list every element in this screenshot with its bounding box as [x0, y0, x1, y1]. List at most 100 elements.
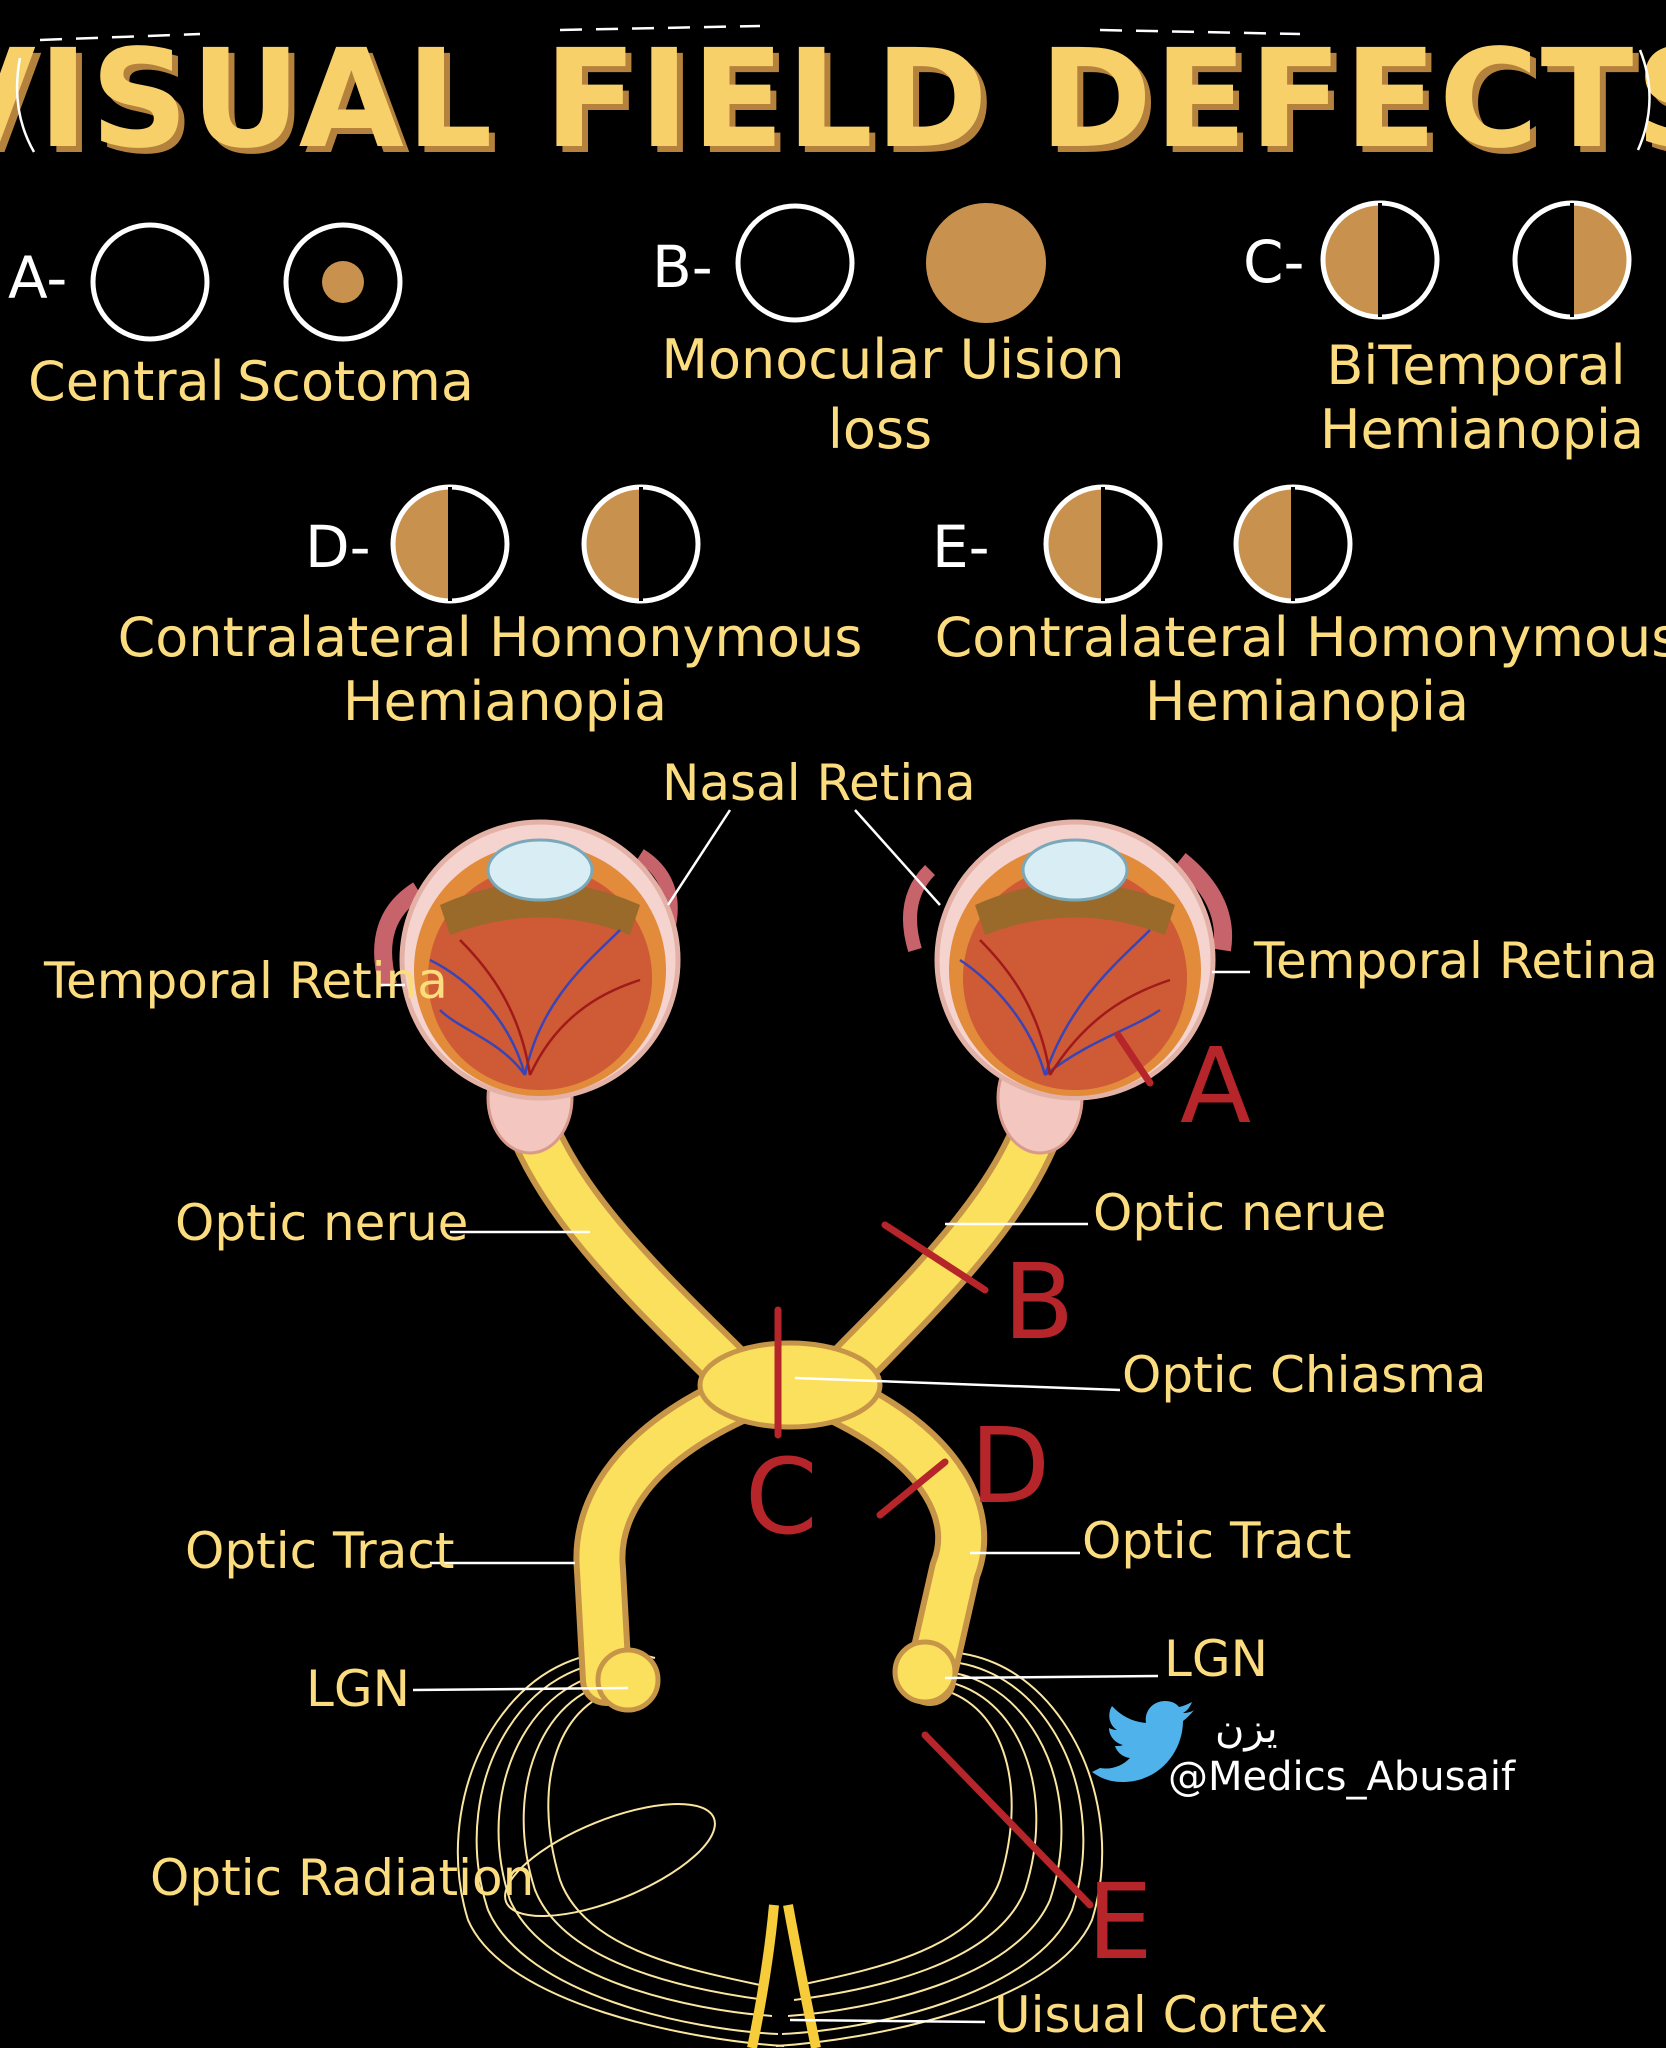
radiation-fiber-right-5 — [775, 1651, 1103, 2047]
label-optic-nerve-right: Optic nerue — [1093, 1184, 1386, 1242]
leader-lgn-right — [944, 1674, 1159, 1680]
defect-e-caption-1: Contralateral Homonymous — [935, 606, 1666, 669]
right-eye-lens — [1021, 838, 1129, 902]
defect-b: B- Monocular Uision loss — [652, 203, 1125, 461]
left-eye-vessels-red — [459, 939, 641, 1076]
visual-pathway — [502, 1089, 1068, 2048]
credit: @Medics_Abusaif يزن — [1092, 1701, 1516, 1800]
radiation-fiber-left-5 — [457, 1651, 785, 2047]
lesion-cuts — [774, 1031, 1154, 1909]
leader-lines — [378, 809, 1250, 2024]
leader-nasal-retina-right — [854, 809, 941, 906]
lesion-cut-d — [876, 1458, 949, 1519]
optic-radiation-loop — [504, 1803, 716, 1917]
title-shadow: VISUAL FIELD DEFECTS — [0, 27, 1666, 185]
defect-a: A- Central Scotoma — [8, 222, 474, 413]
right-eye-ciliary-body — [975, 882, 1175, 935]
label-lgn-right: LGN — [1164, 1630, 1268, 1688]
label-temporal-retina-right: Temporal Retina — [1253, 932, 1658, 990]
label-optic-chiasma: Optic Chiasma — [1122, 1346, 1487, 1404]
defect-b-letter: B- — [652, 233, 713, 301]
defect-c-letter: C- — [1243, 228, 1304, 296]
credit-handle: @Medics_Abusaif — [1168, 1754, 1516, 1800]
left-eye-muscle-lower — [374, 882, 424, 988]
defect-a-caption-1: Central — [28, 350, 225, 413]
radiation-fiber-left-2 — [522, 1679, 767, 2001]
defect-e-right-half — [1236, 487, 1293, 601]
page-title: VISUAL FIELD DEFECTS VISUAL FIELD DEFECT… — [0, 21, 1666, 185]
lesion-markers: A B C D E — [745, 1025, 1251, 1983]
optic-radiation-fibers — [457, 1651, 1103, 2047]
twitter-bird-icon — [1092, 1701, 1194, 1782]
anatomy-labels: Nasal Retina Temporal Retina Temporal Re… — [43, 754, 1658, 2044]
left-eye-vessels-blue — [429, 929, 621, 1076]
defect-e-caption-2: Hemianopia — [1145, 670, 1469, 733]
lesion-marker-a: A — [1180, 1025, 1251, 1147]
radiation-fiber-right-4 — [781, 1660, 1085, 2035]
radiation-fiber-left-1 — [547, 1687, 761, 1986]
leader-nasal-retina-left — [666, 809, 732, 906]
lgn-right-body — [892, 1639, 958, 1705]
defect-b-caption-2: loss — [828, 398, 932, 461]
defect-d-caption-1: Contralateral Homonymous — [118, 606, 863, 669]
lesion-cut-b — [881, 1221, 989, 1294]
visual-cortex-fissure — [747, 1904, 821, 2048]
title-flourish-left — [15, 57, 36, 153]
defect-d-left-half — [393, 487, 450, 601]
defect-c-caption-1: BiTemporal — [1326, 334, 1625, 397]
label-visual-cortex: Uisual Cortex — [994, 1986, 1328, 2044]
right-eye-vessels-blue — [959, 929, 1161, 1076]
radiation-fiber-right-1 — [799, 1687, 1013, 1986]
label-optic-radiation: Optic Radiation — [150, 1849, 534, 1907]
lesion-cut-a — [1114, 1031, 1154, 1087]
defect-d-caption-2: Hemianopia — [343, 670, 667, 733]
defect-a-right-field — [283, 222, 403, 342]
defect-a-caption-2: Scotoma — [237, 350, 474, 413]
radiation-fiber-left-3 — [497, 1670, 773, 2017]
label-optic-nerve-left: Optic nerue — [175, 1194, 468, 1252]
lesion-cut-e — [921, 1731, 1094, 1909]
label-lgn-left: LGN — [306, 1660, 410, 1718]
leader-visual-cortex — [789, 2018, 986, 2024]
label-optic-tract-left: Optic Tract — [185, 1522, 454, 1580]
lgn-left-body — [595, 1647, 661, 1713]
defect-b-caption-1: Monocular Uision — [661, 328, 1124, 391]
defect-c-caption-2: Hemianopia — [1320, 398, 1644, 461]
lesion-marker-e: E — [1087, 1861, 1153, 1983]
label-optic-tract-right: Optic Tract — [1082, 1512, 1351, 1570]
right-eye-muscle-lower — [903, 865, 936, 953]
right-eyeball — [903, 819, 1232, 1155]
twitter-bird-shape — [1092, 1701, 1194, 1782]
label-nasal-retina: Nasal Retina — [662, 754, 976, 812]
label-temporal-retina-left: Temporal Retina — [43, 952, 448, 1010]
radiation-fiber-right-3 — [787, 1670, 1063, 2017]
title-sketch-lines — [39, 24, 1301, 42]
defect-c: C- BiTemporal Hemianopia — [1243, 200, 1644, 461]
left-eye-lens — [486, 838, 594, 902]
left-eyeball — [374, 819, 681, 1155]
lesion-marker-b: B — [1003, 1241, 1074, 1363]
defect-b-right-field — [926, 203, 1046, 323]
defect-a-letter: A- — [8, 244, 67, 312]
defect-a-left-field — [90, 222, 210, 342]
radiation-fiber-left-4 — [475, 1660, 779, 2035]
title-text: VISUAL FIELD DEFECTS — [0, 21, 1666, 179]
right-eye-muscle-upper — [1174, 852, 1232, 952]
defect-e: E- Contralateral Homonymous Hemianopia — [932, 484, 1666, 733]
leader-lgn-left — [412, 1686, 629, 1692]
defect-b-left-field — [735, 203, 855, 323]
defect-d-letter: D- — [305, 513, 371, 581]
title-flourish-right — [1636, 49, 1651, 151]
defect-d: D- Contralateral Homonymous Hemianopia — [118, 484, 863, 733]
left-eye-ciliary-body — [440, 882, 640, 935]
lesion-marker-c: C — [745, 1436, 818, 1558]
defect-a-central-spot — [322, 261, 364, 303]
defect-d-right-half — [584, 487, 641, 601]
optic-chiasma-body — [697, 1340, 883, 1430]
radiation-fiber-right-2 — [793, 1679, 1038, 2001]
lesion-marker-d: D — [970, 1405, 1050, 1527]
credit-signature: يزن — [1215, 1706, 1278, 1752]
leader-optic-chiasma — [794, 1376, 1121, 1392]
